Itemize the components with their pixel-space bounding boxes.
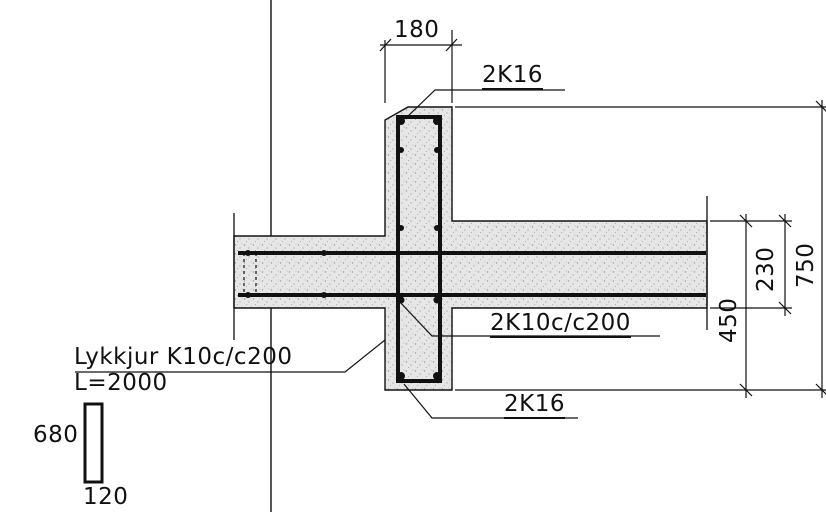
dim-180	[379, 30, 462, 103]
leader-top-2k16	[405, 89, 565, 119]
dim-230-label: 230	[753, 246, 779, 292]
leader-loop	[75, 339, 386, 373]
rebar-dots	[245, 117, 441, 380]
stirrup-rebar-label: 2K10c/c200	[490, 310, 631, 338]
loop-length-label: L=2000	[74, 370, 168, 396]
loop-bar-detail	[83, 402, 104, 484]
concrete-section	[233, 106, 708, 391]
top-rebar-label: 2K16	[482, 62, 543, 90]
loop-width-label: 120	[83, 484, 129, 510]
dim-750-label: 750	[793, 242, 819, 288]
bottom-rebar-label: 2K16	[504, 391, 565, 419]
dim-450-label: 450	[716, 297, 742, 343]
right-dimensions	[455, 100, 826, 398]
loop-rebar-label: Lykkjur K10c/c200	[74, 344, 293, 370]
loop-height-label: 680	[33, 422, 79, 448]
column-stirrup	[396, 115, 442, 383]
dim-180-label: 180	[394, 17, 440, 43]
